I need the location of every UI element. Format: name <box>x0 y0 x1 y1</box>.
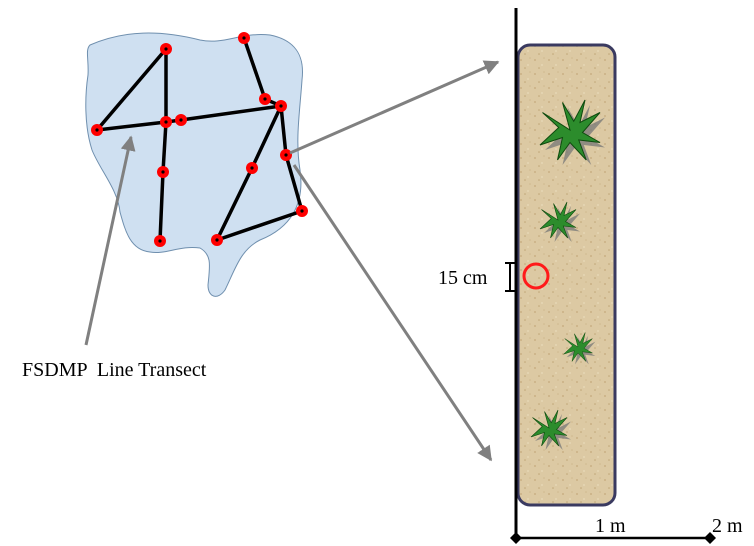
transect-line-cross <box>95 104 283 132</box>
study-area-region <box>85 32 304 297</box>
red-point-icon <box>154 235 166 247</box>
scale-1m-label: 1 m <box>595 515 626 537</box>
label-arrow <box>84 135 136 346</box>
distance-scale <box>510 532 716 544</box>
transect-points <box>91 32 308 247</box>
sampling-strip <box>516 43 617 507</box>
red-point-icon <box>91 124 103 136</box>
red-point-icon <box>275 100 287 112</box>
red-point-icon <box>160 116 172 128</box>
sampling-circle-icon <box>522 262 550 290</box>
red-point-icon <box>296 205 308 217</box>
transect-label: FSDMP Line Transect <box>22 359 207 381</box>
plot-width-label: 15 cm <box>438 267 488 289</box>
red-point-icon <box>238 32 250 44</box>
zoom-arrow-top <box>289 60 500 155</box>
red-point-icon <box>259 93 271 105</box>
red-point-icon <box>211 234 223 246</box>
scale-start-marker <box>510 532 522 544</box>
red-point-icon <box>160 43 172 55</box>
zoom-arrow-bottom <box>292 164 493 462</box>
red-point-icon <box>175 114 187 126</box>
red-point-icon <box>246 162 258 174</box>
red-point-icon <box>280 149 292 161</box>
width-bracket <box>505 262 515 292</box>
red-point-icon <box>157 166 169 178</box>
scale-end-marker <box>704 532 716 544</box>
scale-2m-label: 2 m <box>712 515 743 537</box>
